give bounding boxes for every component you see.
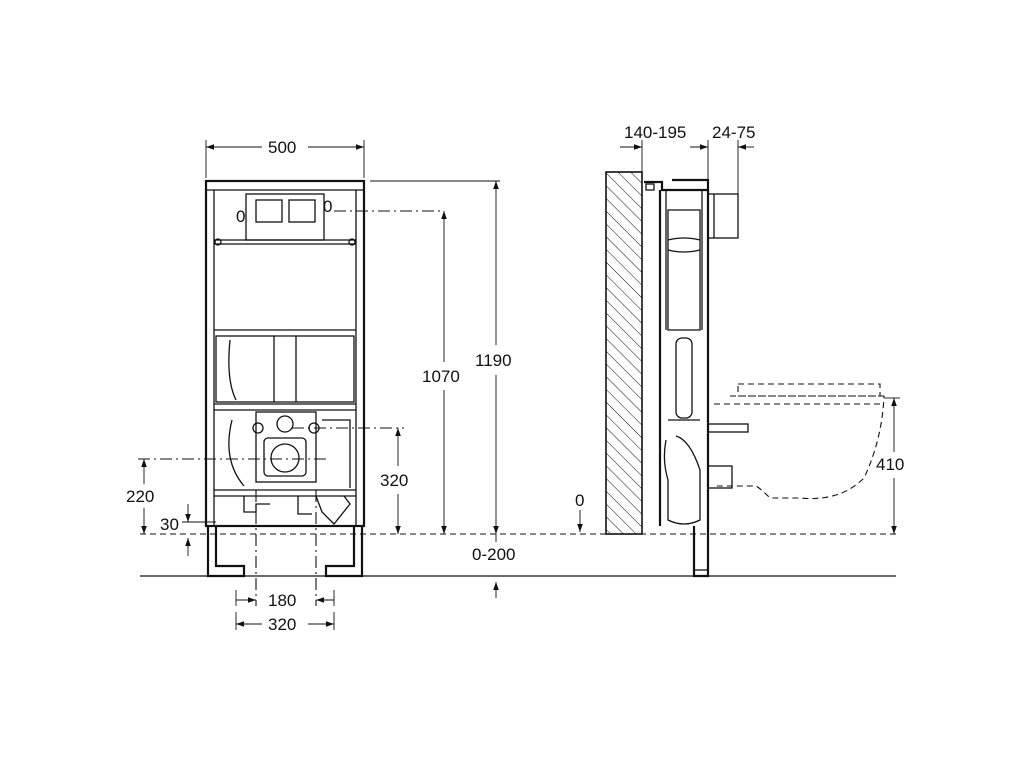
dim-side-inlet-height-label: 220 bbox=[126, 487, 154, 506]
dim-flush-height: 1070 bbox=[422, 211, 460, 534]
dim-flush-height-label: 1070 bbox=[422, 367, 460, 386]
dim-bottom-inner: 180 bbox=[235, 590, 335, 610]
dim-bottom-outer-label: 320 bbox=[268, 615, 296, 634]
wall bbox=[605, 171, 643, 535]
dim-foot-height-label: 30 bbox=[160, 515, 179, 534]
dim-floor-level: 0 bbox=[575, 491, 584, 532]
button-right-label: 0 bbox=[323, 197, 332, 216]
dim-bowl-height-label: 410 bbox=[876, 455, 904, 474]
dim-bowl-height: 410 bbox=[876, 397, 904, 534]
dim-width: 500 bbox=[205, 138, 365, 178]
dim-outlet-height-label: 320 bbox=[380, 471, 408, 490]
dim-outlet-height: 320 bbox=[380, 428, 408, 534]
dim-total-height: 1190 bbox=[370, 180, 512, 534]
button-left-label: 0 bbox=[236, 207, 245, 226]
dim-floor-adjust-label: 0-200 bbox=[472, 545, 515, 564]
dim-total-height-label: 1190 bbox=[475, 351, 512, 370]
dim-width-label: 500 bbox=[268, 138, 296, 157]
dim-offset-label: 24-75 bbox=[712, 123, 755, 142]
dim-foot-height: 30 bbox=[160, 504, 216, 556]
toilet-bowl-outline bbox=[714, 383, 885, 500]
dim-bottom-inner-label: 180 bbox=[268, 591, 296, 610]
dim-bottom-outer: 320 bbox=[235, 612, 335, 634]
dim-side-inlet-height: 220 bbox=[126, 459, 154, 534]
dim-floor-level-label: 0 bbox=[575, 491, 584, 510]
front-feet bbox=[206, 526, 364, 578]
cistern bbox=[215, 193, 355, 403]
outlet-assembly bbox=[228, 411, 351, 525]
dim-depth-label: 140-195 bbox=[624, 123, 686, 142]
dim-depth: 140-195 24-75 bbox=[620, 123, 755, 194]
front-frame bbox=[204, 179, 366, 528]
dim-floor-adjust: 0-200 bbox=[472, 534, 515, 598]
side-frame bbox=[644, 178, 749, 578]
